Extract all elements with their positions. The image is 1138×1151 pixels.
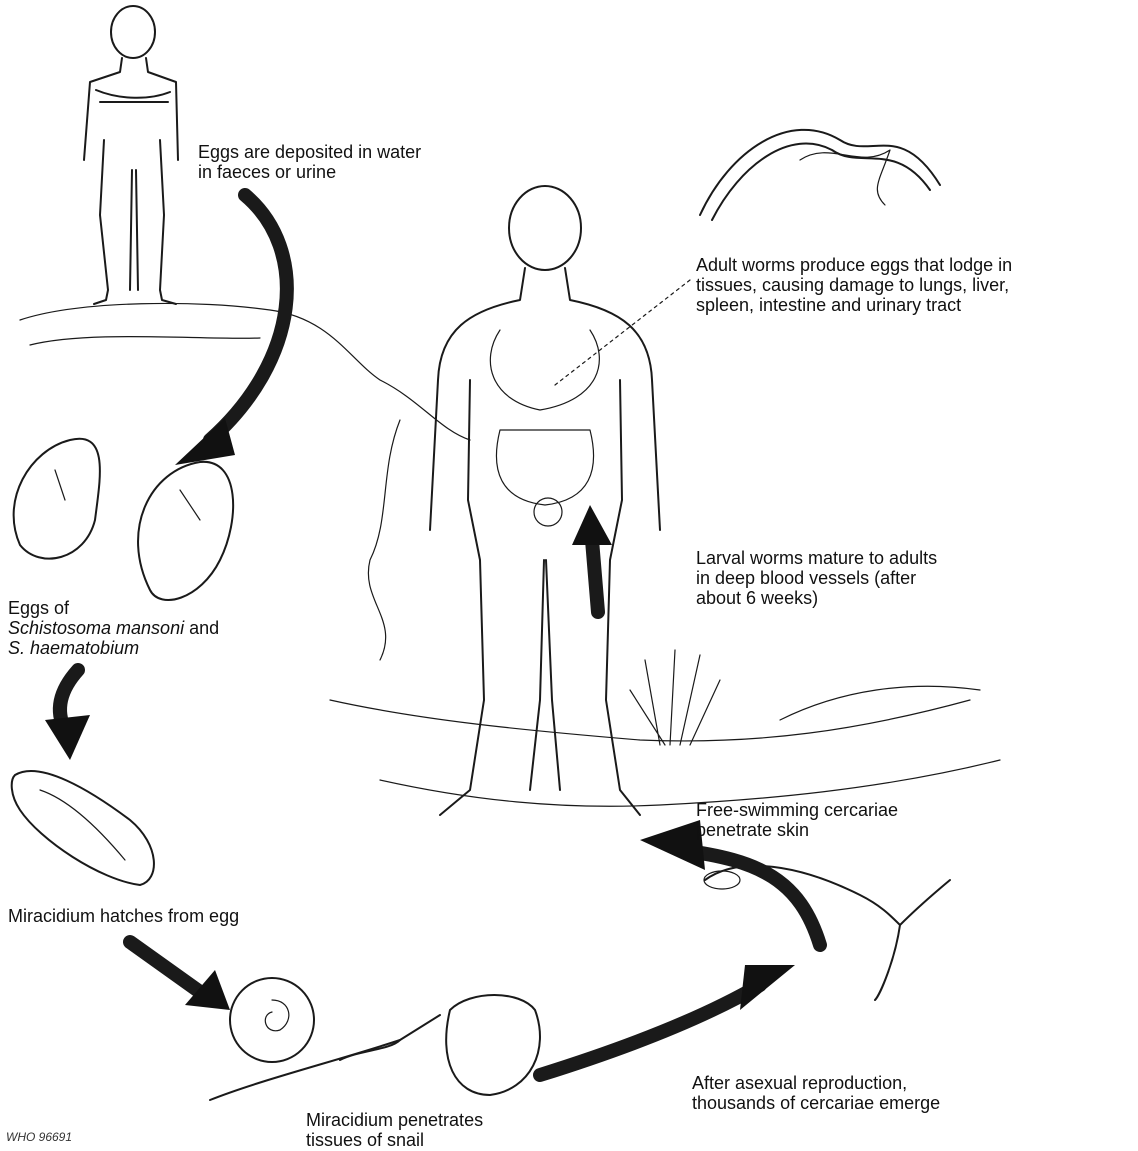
species-mansoni: Schistosoma mansoni: [8, 618, 184, 638]
label-line: After asexual reproduction,: [692, 1073, 940, 1093]
snail-drawing: [210, 978, 540, 1100]
label-line: Larval worms mature to adults: [696, 548, 937, 568]
label-line: Miracidium hatches from egg: [8, 906, 239, 926]
label-line: Adult worms produce eggs that lodge in: [696, 255, 1012, 275]
label-line: tissues, causing damage to lungs, liver,: [696, 275, 1012, 295]
label-line: thousands of cercariae emerge: [692, 1093, 940, 1113]
label-free-swimming: Free-swimming cercariae penetrate skin: [696, 800, 898, 840]
label-miracidium-penetrates: Miracidium penetrates tissues of snail: [306, 1110, 483, 1150]
label-eggs-of: Eggs of Schistosoma mansoni and S. haema…: [8, 598, 219, 658]
label-adult-worms: Adult worms produce eggs that lodge in t…: [696, 255, 1012, 315]
pointer-line: [555, 280, 690, 385]
conjunction: and: [184, 618, 219, 638]
credit-text: WHO 96691: [6, 1130, 72, 1144]
label-line: Eggs are deposited in water: [198, 142, 421, 162]
label-line: Eggs of: [8, 598, 219, 618]
label-line: penetrate skin: [696, 820, 898, 840]
label-line: Miracidium penetrates: [306, 1110, 483, 1130]
person-depositing-eggs: [84, 6, 178, 304]
arrow-snail-to-cercaria: [540, 965, 795, 1075]
arrow-hatch-to-snail: [130, 942, 230, 1010]
arrow-eggs-to-miracidium: [45, 670, 90, 760]
label-line: about 6 weeks): [696, 588, 937, 608]
arrow-larval-to-adult: [572, 505, 612, 612]
label-miracidium-hatches: Miracidium hatches from egg: [8, 906, 239, 926]
eggs-drawing: [14, 439, 234, 600]
infected-person: [430, 186, 660, 815]
label-eggs-deposited: Eggs are deposited in water in faeces or…: [198, 142, 421, 182]
label-line: Schistosoma mansoni and: [8, 618, 219, 638]
arrow-eggs-to-water: [175, 195, 287, 465]
grass-drawing: [630, 650, 720, 745]
label-larval-worms: Larval worms mature to adults in deep bl…: [696, 548, 937, 608]
label-line: in faeces or urine: [198, 162, 421, 182]
label-line: tissues of snail: [306, 1130, 483, 1150]
label-asexual-reproduction: After asexual reproduction, thousands of…: [692, 1073, 940, 1113]
miracidium-egg-drawing: [12, 771, 154, 885]
cercaria-drawing: [704, 866, 950, 1000]
species-haematobium: S. haematobium: [8, 638, 219, 658]
label-line: spleen, intestine and urinary tract: [696, 295, 1012, 315]
label-line: Free-swimming cercariae: [696, 800, 898, 820]
label-line: in deep blood vessels (after: [696, 568, 937, 588]
adult-worms-drawing: [700, 130, 940, 220]
